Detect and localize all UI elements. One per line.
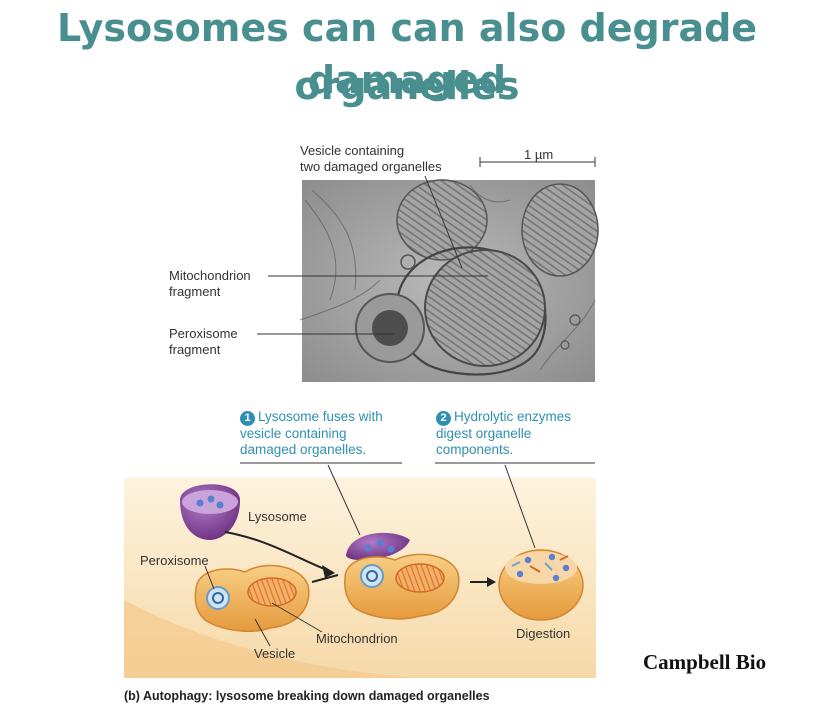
step-1-text: Lysosome fuses with vesicle containing d… [240,409,383,457]
source-credit: Campbell Bio [643,650,766,675]
vesicle-label: Vesicle containing two damaged organelle… [300,143,442,175]
digestion-label: Digestion [516,626,570,642]
scale-bar-label: 1 µm [524,147,553,163]
lysosome-label: Lysosome [248,509,307,525]
figure-caption: (b) Autophagy: lysosome breaking down da… [124,689,490,703]
mitochondrion-fragment-label: Mitochondrion fragment [169,268,251,300]
peroxisome-label: Peroxisome [140,553,209,569]
step-2-number: 2 [436,411,451,426]
step-2-text: Hydrolytic enzymes digest organelle comp… [436,409,571,457]
vesicle-diagram-label: Vesicle [254,646,295,662]
mitochondrion-label: Mitochondrion [316,631,398,647]
step-1-number: 1 [240,411,255,426]
vesicle-with-organelles-icon [195,566,308,632]
peroxisome-fragment-label: Peroxisome fragment [169,326,238,358]
electron-micrograph [300,180,598,382]
digestion-vesicle-icon [499,550,583,620]
